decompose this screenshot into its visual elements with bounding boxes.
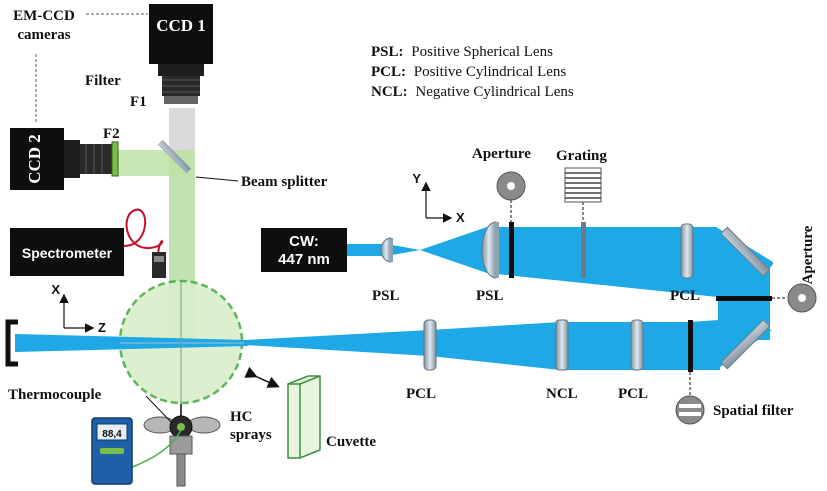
hc-sprays-label-line2: sprays [230,427,272,443]
filter-label: Filter [85,73,121,89]
laser-body [261,228,347,272]
aperture-1-label: Aperture [472,146,531,162]
ccd2-body [10,128,64,190]
legend-psl: PSL: Positive Spherical Lens [371,44,553,60]
f1-filter [164,96,198,104]
spatial-filter-slit [688,320,693,372]
pcl-lens-upper [680,223,694,279]
axes-laser: Y X [412,171,465,225]
legend-psl-abbr: PSL: [371,44,404,60]
ccd2-lens [80,144,112,174]
aperture-2-label: Aperture [800,225,816,284]
grating-icon [564,167,602,203]
axes-spray: X Z [51,282,106,335]
double-arrow-icon [244,366,280,388]
cuvette [287,375,321,459]
spatial-filter-icon [675,395,705,425]
thermometer-reading: 88,4 [102,429,122,440]
psl-label-1: PSL [372,288,400,304]
beam-splitter-label: Beam splitter [241,174,328,190]
pcl-lens-lower-left [423,319,437,371]
ccd1-mount [158,64,204,76]
grating-element [581,222,586,278]
ncl-label: NCL [546,386,578,402]
ccd2-label: CCD 2 [25,134,44,184]
axis-y-label: Y [412,171,421,186]
aperture-1-hole [507,182,515,190]
pcl-label-lower-left: PCL [406,386,436,402]
pcl-lens-lower-right [630,319,644,371]
ccd2-camera: CCD 2 [10,128,119,190]
psl-lens-1 [380,237,392,263]
ccd1-label: CCD 1 [156,16,206,35]
beam-segment-input [347,244,385,256]
legend-ncl: NCL: Negative Cylindrical Lens [371,84,574,100]
ncl-lens [555,319,569,371]
cuvette-label: Cuvette [326,434,376,450]
axis-x-label-laser: X [456,210,465,225]
mirror-upper [720,226,771,277]
ccd1-body [149,4,213,64]
legend-psl-text: Positive Spherical Lens [411,44,553,60]
legend-pcl-text: Positive Cylindrical Lens [414,64,567,80]
laser-label-line1: CW: [289,233,319,250]
ccd2-mount [64,140,80,178]
spatial-filter-label: Spatial filter [713,403,794,419]
psl-label-2: PSL [476,288,504,304]
f2-filter [111,141,119,177]
fiber-collimator [152,252,166,278]
beam-dump [5,319,18,367]
beam-splitter [158,140,192,174]
pcl-label-upper: PCL [670,288,700,304]
legend-pcl: PCL: Positive Cylindrical Lens [371,64,566,80]
grating-label: Grating [556,148,607,164]
f1-label: F1 [130,94,147,110]
cameras-label-line2: cameras [17,27,70,43]
thermometer: 88,4 [91,417,133,485]
spectrometer-unit: Spectrometer [10,208,166,278]
aperture-2-hole [798,294,806,302]
mirror-lower [720,319,771,370]
laser-label-line2: 447 nm [278,251,330,268]
spectrometer-box [10,228,124,276]
legend-pcl-abbr: PCL: [371,64,406,80]
f2-label: F2 [103,126,120,142]
aperture-1-plate [509,222,514,278]
cw-laser: CW: 447 nm [261,228,347,272]
optical-fiber [123,208,164,256]
pcl-label-lower-right: PCL [618,386,648,402]
spectrometer-label: Spectrometer [22,245,113,261]
cameras-label-line1: EM-CCD [13,8,75,24]
ccd1-camera: CCD 1 [149,4,213,104]
thermocouple-label: Thermocouple [8,387,102,403]
psl-lens-2 [481,221,497,279]
beam-splitter-leader [195,176,239,182]
beam-focus-cone [387,227,487,273]
injector-assembly [129,404,221,487]
axis-z-label: Z [98,320,106,335]
thermocouple-leader [145,395,173,424]
legend-ncl-abbr: NCL: [371,84,408,100]
legend-ncl-text: Negative Cylindrical Lens [415,84,573,100]
beam-lower-arm [245,322,720,370]
hc-sprays-label-line1: HC [230,409,253,425]
aperture-2-plate [716,296,772,301]
axis-x-label-spray: X [51,282,60,297]
